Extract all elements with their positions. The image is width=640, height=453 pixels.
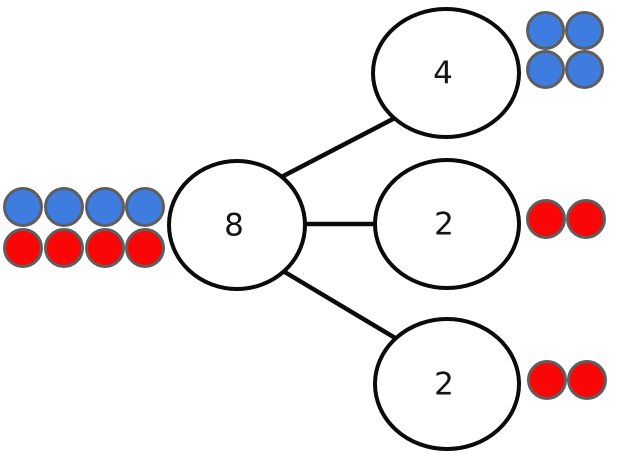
whole-node-circle [167, 159, 307, 291]
part-node-circle-3 [373, 317, 521, 451]
part-node-value-1: 4 [433, 55, 453, 92]
part-node-value-2: 2 [434, 206, 454, 243]
part-node-circle-1 [371, 7, 521, 139]
part-node-value-3: 2 [434, 366, 454, 403]
bond-link-3 [275, 265, 415, 351]
whole-node-value: 8 [224, 207, 244, 244]
part-node-circle-2 [373, 158, 521, 290]
bond-link-1 [263, 104, 419, 188]
